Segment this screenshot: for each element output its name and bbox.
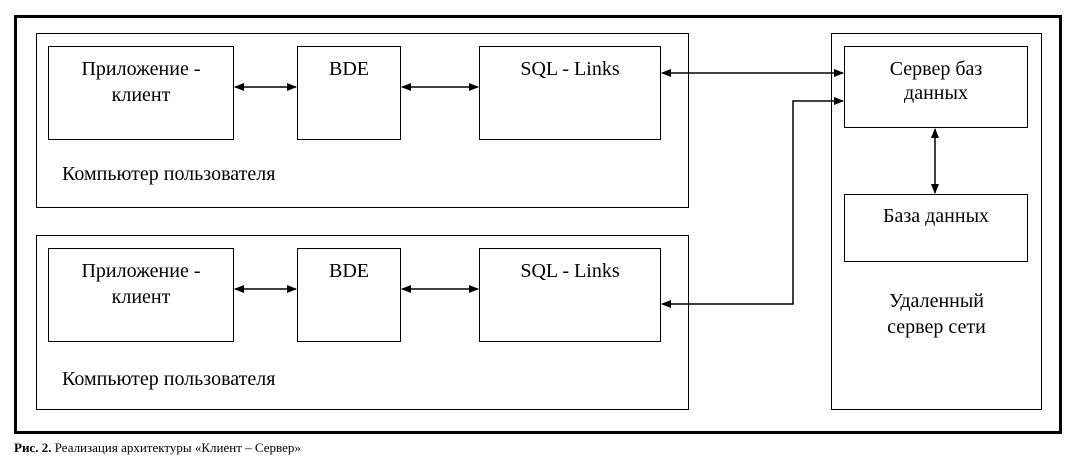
caption-text: Реализация архитектуры «Клиент – Сервер» [51,440,301,455]
user-computer-label-1: Компьютер пользователя [62,163,276,185]
client-app-label-1a: Приложение - [81,58,201,80]
sql-links-label-2: SQL - Links [520,260,620,282]
db-server-label-a: Сервер баз [889,58,983,80]
db-server-box [844,46,1028,128]
caption-prefix: Рис. 2. [14,440,52,455]
database-label: База данных [882,205,990,227]
bde-box-2 [297,248,401,342]
figure-caption: Рис. 2. Реализация архитектуры «Клиент –… [14,440,301,456]
remote-server-label-a: Удаленный [889,290,984,312]
arrow-sql2-dbserver [661,97,844,308]
client-app-label-1b: клиент [111,84,171,106]
client-app-box-1 [48,46,234,140]
client-app-label-2a: Приложение - [81,260,201,282]
client-app-label-2b: клиент [111,286,171,308]
sql-links-box-1 [479,46,661,140]
db-server-label-b: данных [904,82,968,104]
remote-server-label-b: сервер сети [887,316,986,338]
user-computer-label-2: Компьютер пользователя [62,368,276,390]
client-app-box-2 [48,248,234,342]
bde-label-1: BDE [329,58,369,80]
bde-label-2: BDE [329,260,369,282]
database-box [844,194,1028,262]
sql-links-label-1: SQL - Links [520,58,620,80]
bde-box-1 [297,46,401,140]
sql-links-box-2 [479,248,661,342]
